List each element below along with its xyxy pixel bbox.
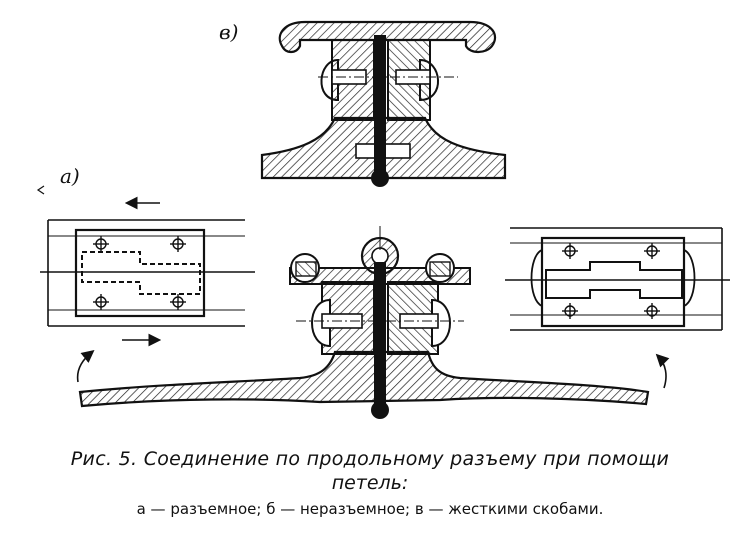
right-hinge-boss <box>431 298 451 348</box>
hinge-seam <box>374 262 386 412</box>
rivet-markers-right <box>562 243 660 319</box>
boss-right-r <box>683 249 696 307</box>
hinge-knuckle-right <box>545 261 683 299</box>
central-seam <box>374 35 386 180</box>
permanent-plan-view <box>505 227 730 331</box>
curved-base <box>78 350 650 408</box>
rotate-arrow-left <box>76 350 95 383</box>
view-label-v: в) <box>219 20 239 44</box>
caption-title: Рис. 5. Соединение по продольному разъем… <box>70 448 670 470</box>
rivet-markers <box>93 236 186 310</box>
small-tick <box>36 185 45 195</box>
detachable-plan-view <box>36 185 255 347</box>
view-label-a: а) <box>60 164 80 188</box>
hinge-plate <box>74 228 206 318</box>
figure-caption: Рис. 5. Соединение по продольному разъем… <box>0 448 740 518</box>
clamp-hook <box>278 20 497 54</box>
rotate-arrow-right <box>655 353 670 389</box>
hinge-knuckle <box>81 251 201 295</box>
hinge-section <box>78 226 650 419</box>
boss-left-r <box>530 249 543 307</box>
hinge-plate-right <box>540 236 686 328</box>
left-hinge-boss <box>311 298 331 348</box>
caption-legend: а — разъемное; б — неразъемное; в — жест… <box>136 500 604 518</box>
caption-title-continued: петель: <box>331 472 409 494</box>
seam-bead <box>371 169 389 187</box>
rigid-clamp-section <box>260 20 507 187</box>
